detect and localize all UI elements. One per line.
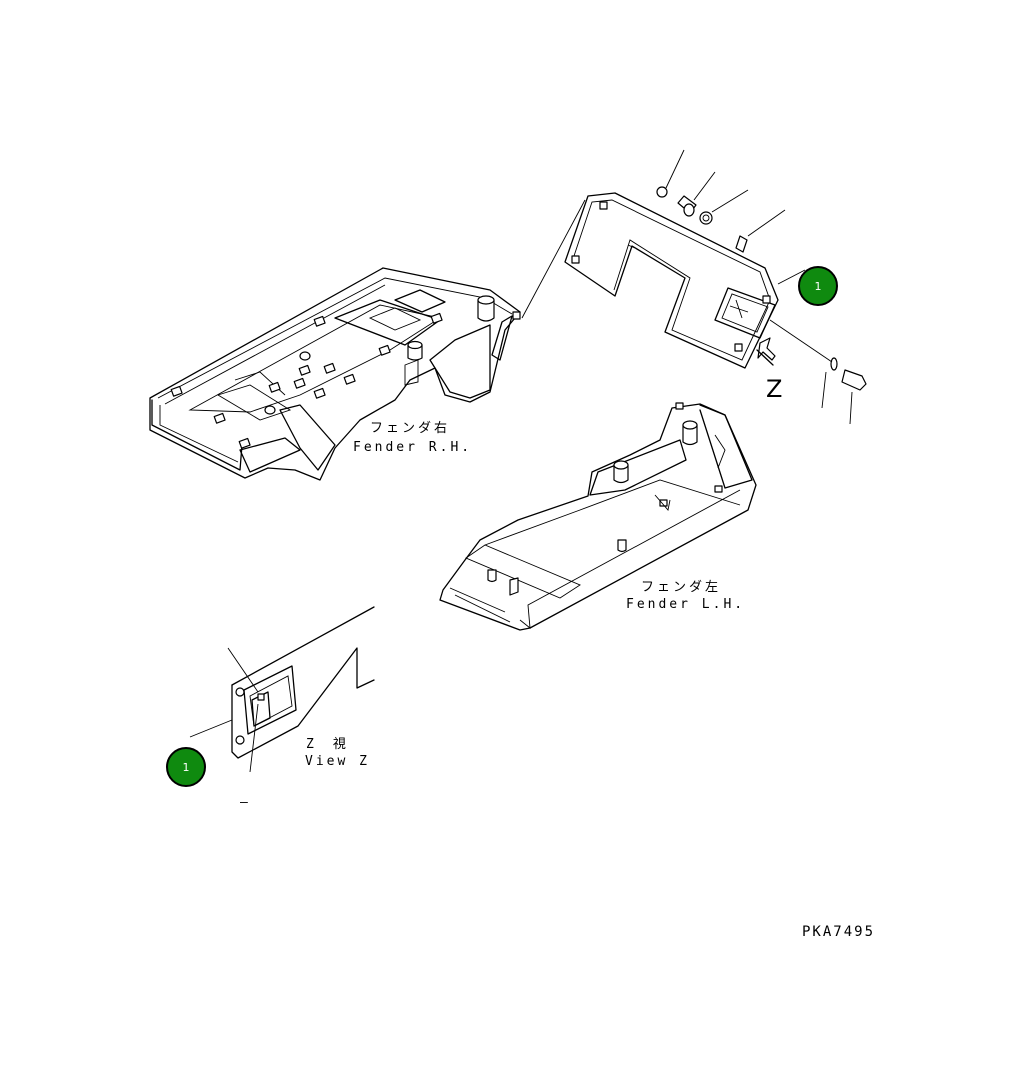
dash-mark: – bbox=[240, 795, 251, 810]
fender-rh-drawing bbox=[149, 199, 586, 481]
view-arrow-icon bbox=[757, 337, 776, 361]
fender-rh-label-jp: フェンダ右 bbox=[370, 421, 450, 436]
callout-number: 1 bbox=[815, 280, 822, 293]
callout-circle bbox=[166, 747, 206, 787]
view-z-drawing bbox=[189, 606, 375, 773]
callout-number: 1 bbox=[183, 761, 190, 774]
nut-grid bbox=[170, 312, 443, 449]
fender-lh-label-jp: フェンダ左 bbox=[641, 580, 721, 595]
callout-badge-bottom[interactable]: 1 bbox=[166, 747, 206, 787]
hardware-parts bbox=[656, 149, 867, 425]
view-z-label-jp: Z 視 bbox=[306, 737, 349, 752]
view-arrow-label: Z bbox=[766, 375, 782, 403]
fender-lh-label-en: Fender L.H. bbox=[626, 597, 745, 612]
cover-plate-drawing bbox=[564, 149, 867, 425]
callout-badge-top[interactable]: 1 bbox=[798, 266, 838, 306]
view-z-label-en: View Z bbox=[305, 754, 370, 769]
callout-circle bbox=[798, 266, 838, 306]
drawing-code: PKA7495 bbox=[802, 924, 875, 940]
fender-rh-label-en: Fender R.H. bbox=[353, 440, 472, 455]
fender-lh-drawing bbox=[439, 402, 757, 631]
